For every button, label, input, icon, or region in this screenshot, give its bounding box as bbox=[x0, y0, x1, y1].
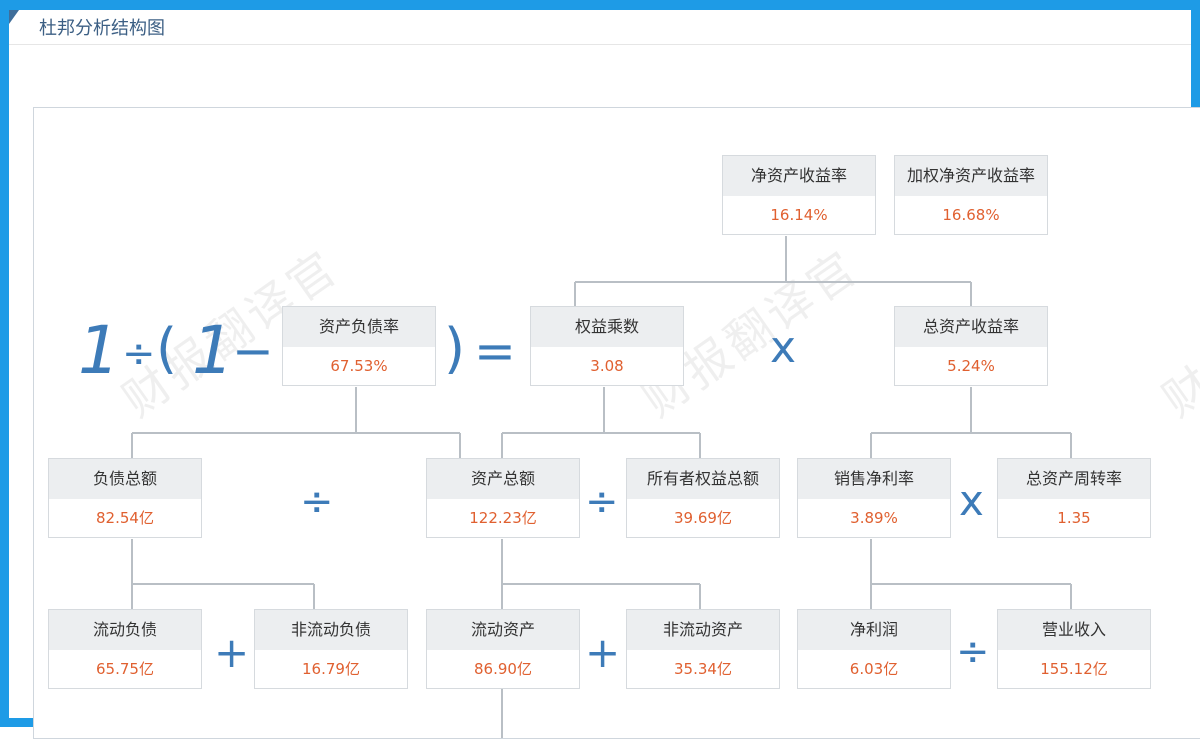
node-revenue[interactable]: 营业收入 155.12亿 bbox=[997, 609, 1151, 689]
node-debt-ratio[interactable]: 资产负债率 67.53% bbox=[282, 306, 436, 386]
node-value: 82.54亿 bbox=[96, 509, 154, 527]
node-label: 非流动负债 bbox=[255, 610, 407, 650]
formula-one: 1 bbox=[192, 312, 234, 389]
node-value: 16.79亿 bbox=[302, 660, 360, 678]
divide-operator: ÷ bbox=[300, 479, 334, 525]
node-label: 所有者权益总额 bbox=[627, 459, 779, 499]
node-total-liabilities[interactable]: 负债总额 82.54亿 bbox=[48, 458, 202, 538]
page-title: 杜邦分析结构图 bbox=[39, 18, 165, 39]
node-weighted-roe[interactable]: 加权净资产收益率 16.68% bbox=[894, 155, 1048, 235]
formula-equals: = bbox=[474, 322, 516, 380]
node-label: 净资产收益率 bbox=[723, 156, 875, 196]
node-label: 加权净资产收益率 bbox=[895, 156, 1047, 196]
node-roe[interactable]: 净资产收益率 16.14% bbox=[722, 155, 876, 235]
node-label: 总资产周转率 bbox=[998, 459, 1150, 499]
node-value: 122.23亿 bbox=[469, 509, 537, 527]
node-label: 净利润 bbox=[798, 610, 950, 650]
node-net-profit[interactable]: 净利润 6.03亿 bbox=[797, 609, 951, 689]
times-operator: x bbox=[959, 476, 984, 525]
node-value: 35.34亿 bbox=[674, 660, 732, 678]
formula-right-paren: ) bbox=[444, 317, 466, 380]
times-operator: x bbox=[770, 322, 797, 373]
node-value: 16.68% bbox=[942, 206, 1000, 224]
node-noncurrent-assets[interactable]: 非流动资产 35.34亿 bbox=[626, 609, 780, 689]
node-value: 6.03亿 bbox=[849, 660, 899, 678]
node-label: 总资产收益率 bbox=[895, 307, 1047, 347]
formula-minus: − bbox=[232, 322, 274, 380]
node-equity-multiplier[interactable]: 权益乘数 3.08 bbox=[530, 306, 684, 386]
node-label: 权益乘数 bbox=[531, 307, 683, 347]
node-value: 155.12亿 bbox=[1040, 660, 1108, 678]
node-label: 流动资产 bbox=[427, 610, 579, 650]
node-owner-equity[interactable]: 所有者权益总额 39.69亿 bbox=[626, 458, 780, 538]
node-value: 39.69亿 bbox=[674, 509, 732, 527]
node-label: 资产总额 bbox=[427, 459, 579, 499]
node-label: 非流动资产 bbox=[627, 610, 779, 650]
corner-marker bbox=[9, 10, 19, 24]
node-value: 65.75亿 bbox=[96, 660, 154, 678]
connector-lines bbox=[131, 236, 1072, 738]
node-net-margin[interactable]: 销售净利率 3.89% bbox=[797, 458, 951, 538]
node-roa[interactable]: 总资产收益率 5.24% bbox=[894, 306, 1048, 386]
node-value: 67.53% bbox=[330, 357, 388, 375]
node-value: 3.08 bbox=[590, 357, 624, 375]
node-label: 资产负债率 bbox=[283, 307, 435, 347]
node-total-assets[interactable]: 资产总额 122.23亿 bbox=[426, 458, 580, 538]
node-value: 16.14% bbox=[770, 206, 828, 224]
formula-one: 1 bbox=[78, 312, 120, 389]
node-value: 5.24% bbox=[947, 357, 995, 375]
formula-divide: ÷ bbox=[122, 331, 156, 377]
plus-operator: + bbox=[214, 628, 250, 677]
divide-operator: ÷ bbox=[956, 629, 990, 675]
node-label: 销售净利率 bbox=[798, 459, 950, 499]
plus-operator: + bbox=[585, 628, 621, 677]
node-value: 86.90亿 bbox=[474, 660, 532, 678]
formula-left-paren: ( bbox=[156, 317, 178, 380]
node-value: 3.89% bbox=[850, 509, 898, 527]
node-current-liabilities[interactable]: 流动负债 65.75亿 bbox=[48, 609, 202, 689]
node-noncurrent-liabilities[interactable]: 非流动负债 16.79亿 bbox=[254, 609, 408, 689]
node-value: 1.35 bbox=[1057, 509, 1091, 527]
node-asset-turnover[interactable]: 总资产周转率 1.35 bbox=[997, 458, 1151, 538]
node-label: 负债总额 bbox=[49, 459, 201, 499]
node-label: 流动负债 bbox=[49, 610, 201, 650]
node-label: 营业收入 bbox=[998, 610, 1150, 650]
panel-header: 杜邦分析结构图 bbox=[9, 10, 1191, 45]
node-current-assets[interactable]: 流动资产 86.90亿 bbox=[426, 609, 580, 689]
diagram-area: 财报翻译官 财报翻译官 财报翻译官 bbox=[33, 107, 1200, 739]
divide-operator: ÷ bbox=[585, 479, 619, 525]
